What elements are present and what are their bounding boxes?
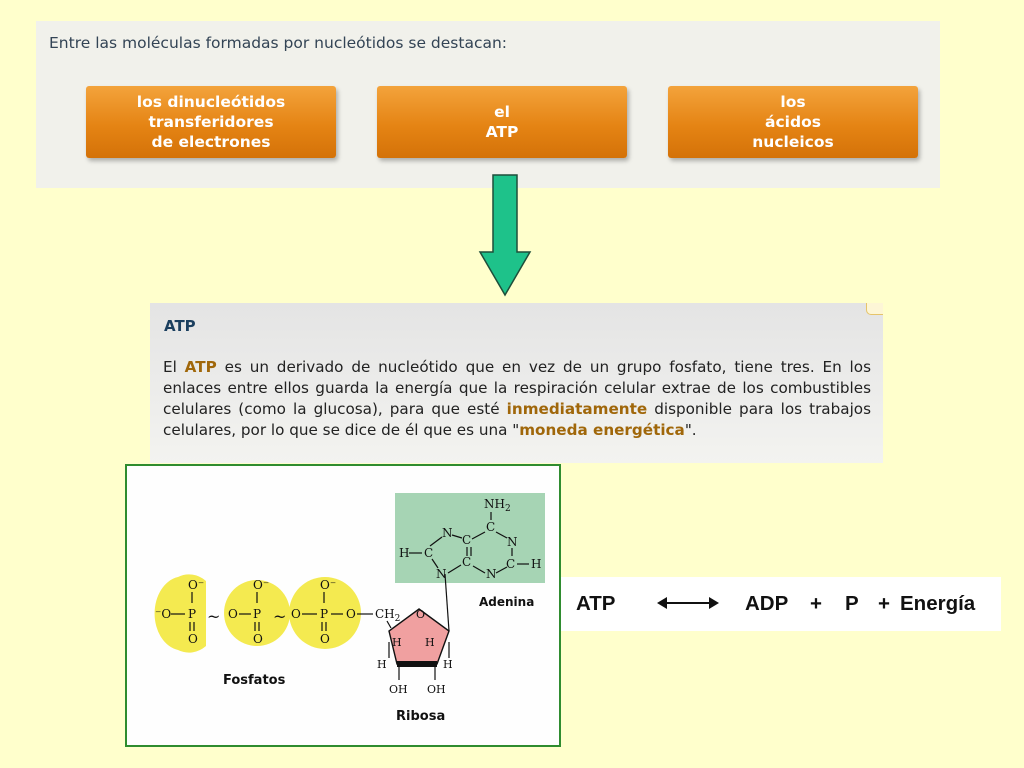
atom-label: H — [531, 557, 541, 571]
option-line: ATP — [485, 123, 519, 141]
atom-label: H — [443, 658, 453, 671]
atp-info-panel: ATP El ATP es un derivado de nucleótido … — [150, 303, 883, 463]
atom-label: O — [188, 632, 198, 646]
option-line: ácidos — [765, 113, 821, 131]
atom-label: H — [392, 636, 402, 649]
equation-plus: + — [810, 592, 822, 615]
atom-label: H — [399, 546, 409, 560]
down-arrow-icon — [478, 174, 532, 297]
atom-label: ⁻O — [155, 607, 171, 621]
atom-label: N — [436, 567, 447, 581]
inmediatamente-highlight: inmediatamente — [506, 400, 648, 418]
phosphate-disc — [224, 580, 290, 646]
phosphate-disc — [289, 577, 361, 649]
atom-label: O — [320, 632, 330, 646]
equation-plus: + — [878, 592, 890, 615]
top-panel: Entre las moléculas formadas por nucleót… — [36, 21, 940, 188]
option-acidos-nucleicos-button[interactable]: los ácidos nucleicos — [668, 86, 918, 158]
moneda-energetica-highlight: moneda energética — [519, 421, 685, 439]
atp-text-part: es un derivado de nucleótido que en vez … — [163, 358, 871, 418]
atom-label: O — [228, 607, 238, 621]
atom-label: N — [486, 567, 497, 581]
double-arrow-icon — [657, 597, 719, 609]
atom-label: P — [253, 607, 261, 621]
atp-structure-diagram: O⁻ ⁻O P O ~ O⁻ O P O ~ O⁻ O P O O CH2 — [125, 464, 561, 747]
adenine-background — [395, 493, 545, 583]
atp-text-part: ". — [684, 421, 697, 439]
atom-label: O — [416, 608, 425, 621]
atom-label: CH2 — [375, 607, 400, 624]
atp-text-part: disponible para los trabajos celulares, … — [163, 400, 871, 439]
ribosa-label: Ribosa — [396, 709, 445, 724]
atom-label: N — [507, 535, 518, 549]
atp-title: ATP — [164, 317, 196, 335]
fosfatos-label: Fosfatos — [223, 673, 286, 688]
option-atp-button[interactable]: el ATP — [377, 86, 627, 158]
high-energy-bond: ~ — [273, 607, 286, 626]
atom-label: H — [377, 658, 387, 671]
atom-label: O⁻ — [320, 578, 336, 592]
adenina-label: Adenina — [479, 595, 534, 609]
high-energy-bond: ~ — [207, 607, 220, 626]
option-line: transferidores — [148, 113, 274, 131]
atom-label: O⁻ — [188, 578, 204, 592]
atp-molecule-svg: O⁻ ⁻O P O ~ O⁻ O P O ~ O⁻ O P O O CH2 — [154, 493, 545, 724]
equation-adp: ADP — [745, 592, 789, 615]
atom-label: C — [424, 546, 433, 560]
option-line: el — [494, 103, 510, 121]
atom-label: O — [291, 607, 301, 621]
atom-label: C — [486, 520, 495, 534]
option-line: de electrones — [151, 133, 271, 151]
option-dinucleotidos-button[interactable]: los dinucleótidos transferidores de elec… — [86, 86, 336, 158]
atp-highlight: ATP — [184, 358, 217, 376]
atom-label: H — [425, 636, 435, 649]
atom-label: P — [188, 607, 196, 621]
option-line: los — [780, 93, 806, 111]
panel-close-tab[interactable] — [866, 303, 883, 315]
atom-label: P — [320, 607, 328, 621]
equation-atp: ATP — [576, 592, 616, 615]
atom-label: OH — [427, 683, 446, 696]
atp-equation: ATP ADP + P + Energía — [561, 577, 1001, 631]
atom-label: C — [462, 533, 471, 547]
option-line: nucleicos — [752, 133, 834, 151]
option-line: los dinucleótidos — [136, 93, 286, 111]
atom-label: O — [253, 632, 263, 646]
equation-energia: Energía — [900, 592, 976, 615]
atom-label: C — [462, 555, 471, 569]
atp-text-part: El — [163, 358, 185, 376]
atom-label: O⁻ — [253, 578, 269, 592]
atom-label: O — [346, 607, 356, 621]
intro-text: Entre las moléculas formadas por nucleót… — [49, 34, 508, 52]
equation-p: P — [845, 592, 859, 615]
atom-label: N — [442, 526, 453, 540]
atom-label: NH2 — [484, 497, 511, 514]
atp-description: El ATP es un derivado de nucleótido que … — [163, 357, 871, 441]
atom-label: OH — [389, 683, 408, 696]
atom-label: C — [506, 557, 515, 571]
